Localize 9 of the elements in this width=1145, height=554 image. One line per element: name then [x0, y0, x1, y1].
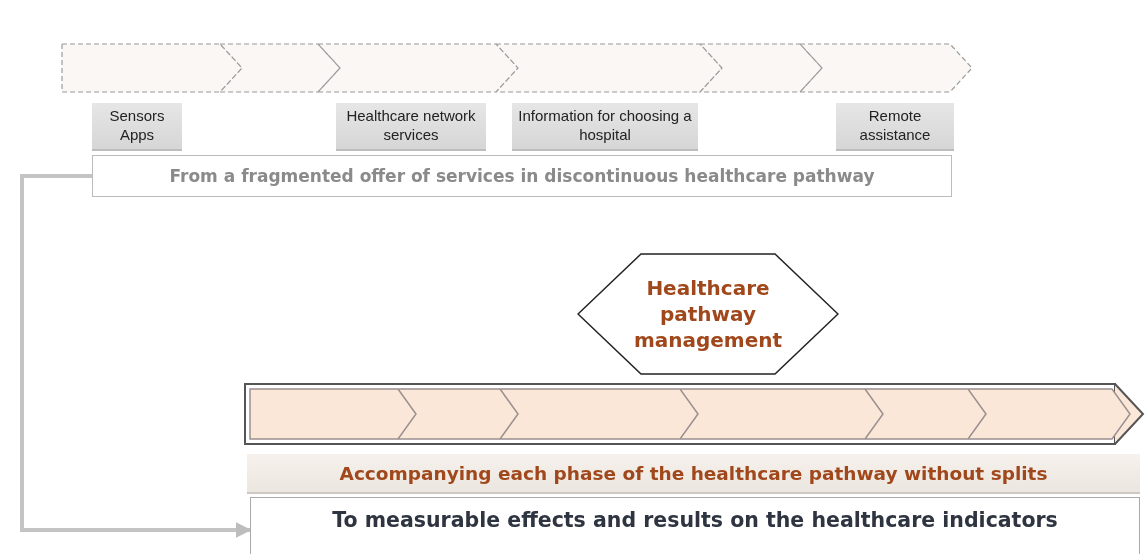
caption-band: Accompanying each phase of the healthcare pathway without splits	[247, 454, 1140, 494]
caption-box: From a fragmented offer of services in discontinuous healthcare pathway	[92, 155, 952, 197]
service-tag: Remote assistance	[836, 103, 954, 151]
service-tag: Information for choosing a hospital	[512, 103, 698, 151]
result-box: To measurable effects and results on the healthcare indicators	[250, 497, 1140, 554]
hexagon-label: Healthcare pathway management	[632, 275, 784, 353]
service-tag: Healthcare network services	[336, 103, 486, 151]
service-tag: Sensors Apps	[92, 103, 182, 151]
connector-arrow	[20, 174, 252, 538]
